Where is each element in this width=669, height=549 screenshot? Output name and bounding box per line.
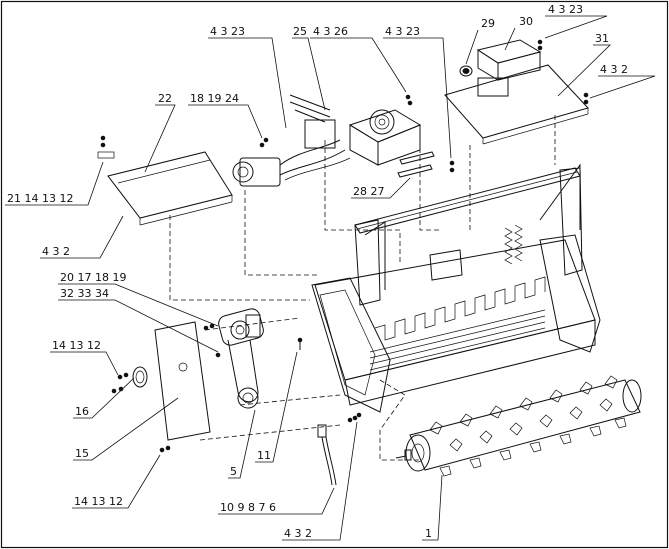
- top-cover-right: [444, 39, 589, 145]
- box-30: [476, 39, 542, 81]
- callout-30: 30: [519, 15, 533, 28]
- callout-5: 5: [230, 465, 237, 478]
- callout-4-3-26: 4 3 26: [313, 25, 348, 38]
- callout-20-17-18-19: 20 17 18 19: [60, 271, 126, 284]
- callout-31: 31: [595, 32, 609, 45]
- callout-28-27: 28 27: [353, 185, 385, 198]
- assembly-lines: [169, 115, 556, 461]
- rotor-drum: [395, 375, 642, 477]
- hood-mesh: [369, 309, 546, 371]
- callout-22: 22: [158, 92, 172, 105]
- callout-4-3-2-bottom: 4 3 2: [284, 527, 312, 540]
- callout-29: 29: [481, 17, 495, 30]
- callout-15: 15: [75, 447, 89, 460]
- callout-11: 11: [257, 449, 271, 462]
- callout-labels: 4 3 23 25 4 3 26 4 3 23 29 30 4 3 23 31 …: [7, 3, 628, 540]
- callout-16: 16: [75, 405, 89, 418]
- hose-assembly: [317, 412, 362, 486]
- callout-32-33-34: 32 33 34: [60, 287, 109, 300]
- springs: [504, 224, 523, 265]
- callout-25: 25: [293, 25, 307, 38]
- callout-14-13-12-mid: 14 13 12: [52, 339, 101, 352]
- rods: [397, 151, 455, 178]
- radiator-block: [348, 94, 422, 166]
- hood-teeth: [374, 276, 546, 341]
- callout-leaders: [5, 15, 656, 541]
- motor-assembly: [232, 94, 351, 187]
- callout-4-3-2-right: 4 3 2: [600, 63, 628, 76]
- side-cover-plate: [111, 321, 211, 453]
- callout-4-3-23-mid: 4 3 23: [385, 25, 420, 38]
- callout-14-13-12-bottom: 14 13 12: [74, 495, 123, 508]
- cap-29: [459, 65, 473, 77]
- callout-10-9-8-7-6: 10 9 8 7 6: [220, 501, 276, 514]
- main-frame: [311, 163, 601, 413]
- bolt-11: [297, 337, 303, 350]
- callout-4-3-23-left: 4 3 23: [210, 25, 245, 38]
- callout-21-14-13-12: 21 14 13 12: [7, 192, 73, 205]
- rotor-teeth: [429, 375, 627, 477]
- callout-18-19-24: 18 19 24: [190, 92, 239, 105]
- callout-4-3-23-right: 4 3 23: [548, 3, 583, 16]
- pulley-assembly: [203, 308, 264, 409]
- top-cover-left: [97, 135, 233, 226]
- callout-1: 1: [425, 527, 432, 540]
- callout-4-3-2-left: 4 3 2: [42, 245, 70, 258]
